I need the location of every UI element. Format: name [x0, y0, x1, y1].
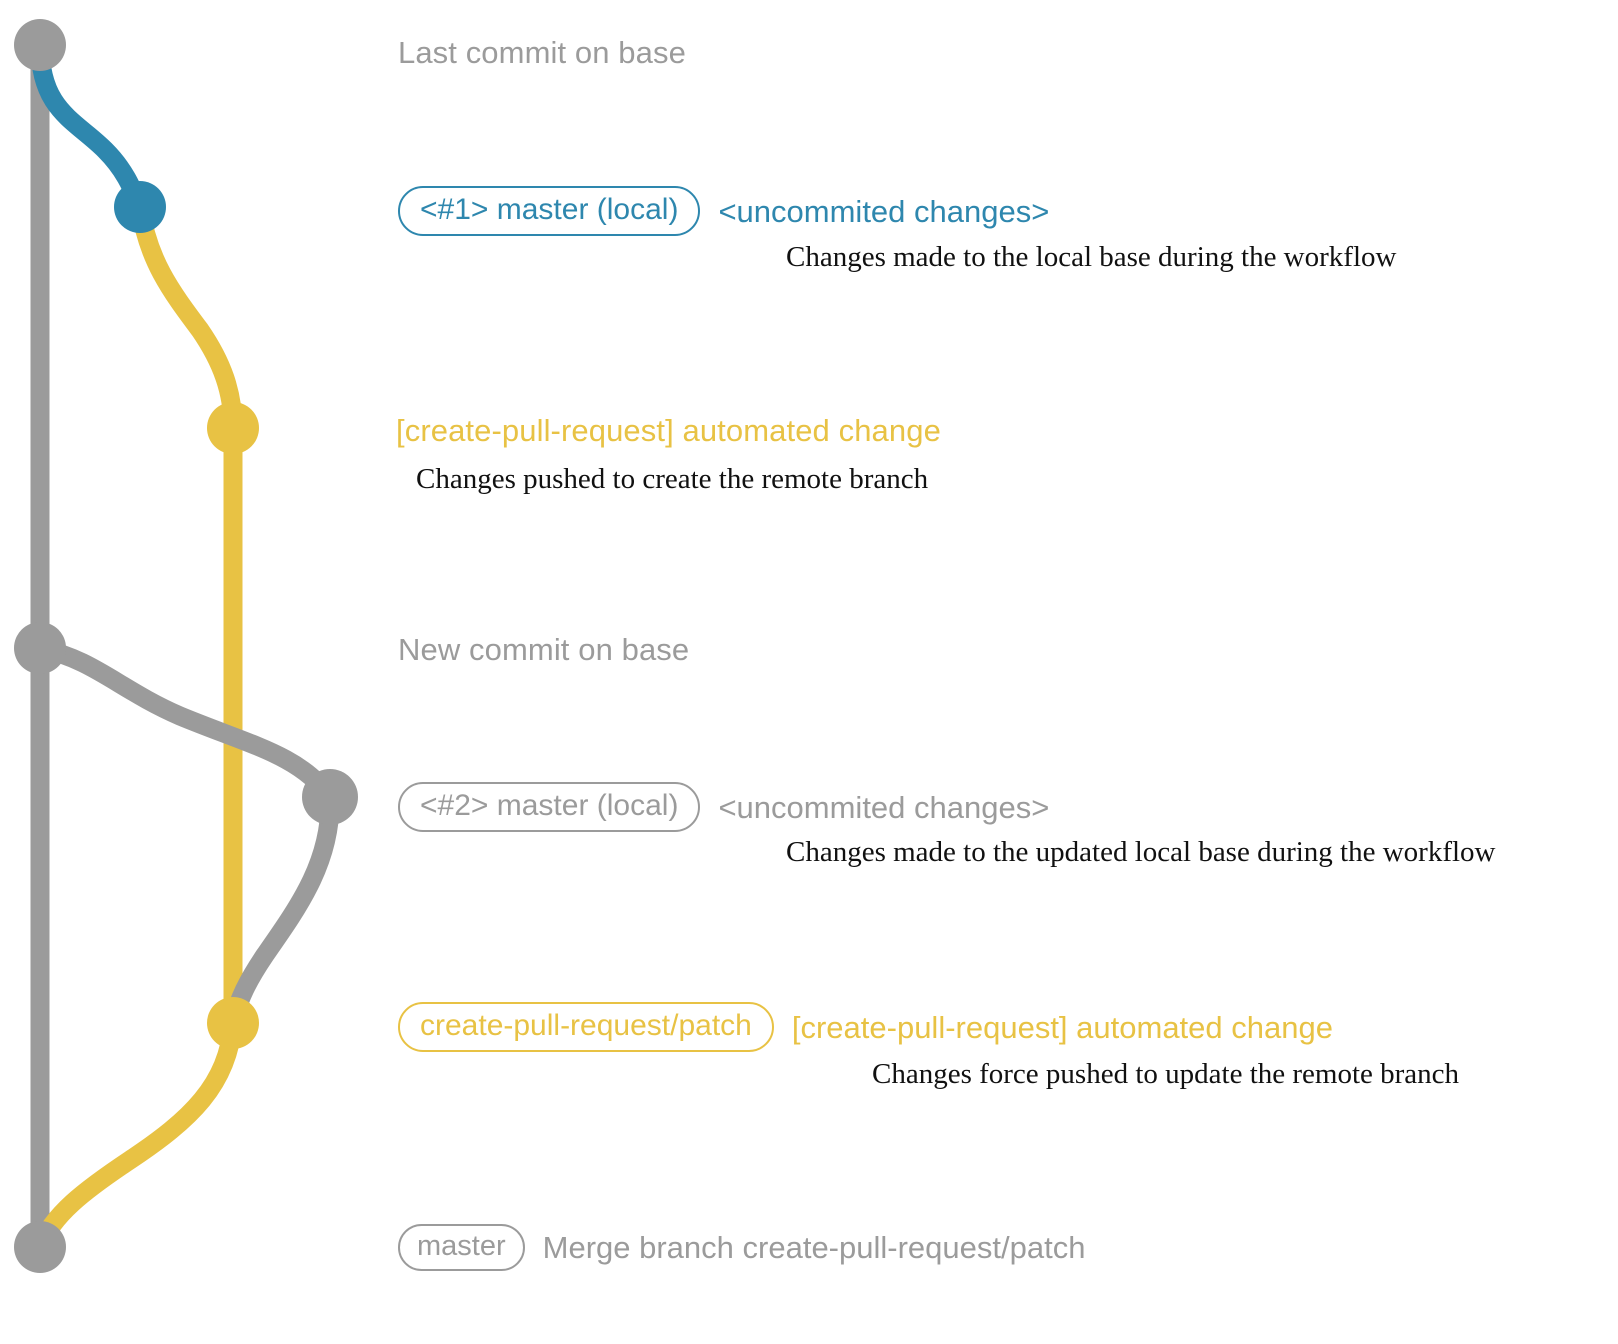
commit-message-automated-change-2: [create-pull-request] automated change	[791, 1009, 1333, 1045]
row-note-local-change-1: Changes made to the local base during th…	[786, 243, 1396, 272]
note-automated-change-1: Changes pushed to create the remote bran…	[416, 463, 929, 495]
commit-message-new-commit-on-base: New commit on base	[398, 632, 690, 667]
commit-node-base-new[interactable]	[14, 622, 66, 674]
row-local-change-1: <#1> master (local) <uncommited changes>	[398, 186, 1049, 236]
commit-node-master-merge[interactable]	[14, 1221, 66, 1273]
note-local-change-2: Changes made to the updated local base d…	[786, 836, 1496, 868]
commit-message-uncommited-changes-1: <uncommited changes>	[718, 193, 1050, 229]
branch-pill-master-local-1[interactable]: <#1> master (local)	[398, 186, 701, 236]
commit-node-local-1[interactable]	[114, 181, 166, 233]
row-automated-change-1: [create-pull-request] automated change	[396, 413, 941, 448]
edge-local2-to-patch2	[223, 787, 340, 1033]
commit-message-uncommited-changes-2: <uncommited changes>	[718, 789, 1050, 825]
edge-local1-to-patch1	[130, 197, 243, 438]
edge-base-to-local1	[30, 35, 150, 217]
commit-message-merge-branch: Merge branch create-pull-request/patch	[542, 1230, 1086, 1265]
row-note-local-change-2: Changes made to the updated local base d…	[786, 838, 1496, 867]
edge-basenew-to-local2	[30, 638, 340, 807]
row-last-commit-on-base: Last commit on base	[398, 35, 686, 70]
commit-node-base-last[interactable]	[14, 19, 66, 71]
commit-node-patch-1[interactable]	[207, 402, 259, 454]
branch-pill-create-pull-request-patch[interactable]: create-pull-request/patch	[398, 1002, 774, 1052]
note-local-change-1: Changes made to the local base during th…	[786, 241, 1397, 273]
commit-message-last-commit-on-base: Last commit on base	[398, 35, 686, 70]
branch-pill-master-local-2[interactable]: <#2> master (local)	[398, 782, 701, 832]
edge-patch2-to-merge	[30, 1013, 243, 1257]
row-note-automated-change-2: Changes force pushed to update the remot…	[872, 1060, 1459, 1089]
row-note-automated-change-1: Changes pushed to create the remote bran…	[416, 465, 928, 494]
row-automated-change-2: create-pull-request/patch [create-pull-r…	[398, 1002, 1333, 1052]
row-new-commit-on-base: New commit on base	[398, 632, 690, 667]
row-local-change-2: <#2> master (local) <uncommited changes>	[398, 782, 1049, 832]
commit-message-automated-change-1: [create-pull-request] automated change	[396, 413, 941, 448]
note-automated-change-2: Changes force pushed to update the remot…	[872, 1058, 1460, 1090]
branch-pill-master[interactable]: master	[398, 1224, 525, 1271]
commit-node-local-2[interactable]	[302, 769, 358, 825]
commit-node-patch-2[interactable]	[207, 997, 259, 1049]
row-merge-commit: master Merge branch create-pull-request/…	[398, 1224, 1085, 1271]
